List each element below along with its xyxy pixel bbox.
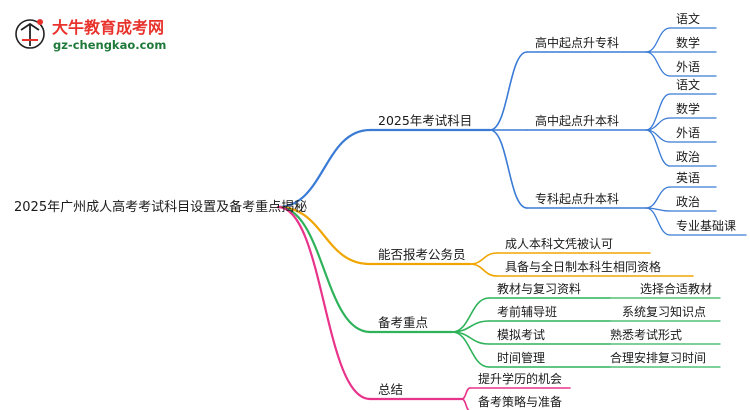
edge-root-to-branch (276, 205, 372, 334)
edge-branch-to-subtopic (469, 252, 498, 265)
subtopic: 专科起点升本科 (535, 191, 619, 206)
branch-topic: 能否报考公务员 (378, 247, 466, 262)
subtopic: 模拟考试 (497, 327, 545, 342)
leaf-topic: 外语 (676, 60, 700, 74)
edge-root-to-branch (276, 128, 372, 209)
edge-branch-to-subtopic (461, 387, 471, 400)
watermark-url: gz-chengkao.com (53, 38, 166, 52)
leaf-topic: 英语 (676, 171, 700, 185)
subtopic: 时间管理 (497, 350, 545, 365)
edge-branch-to-subtopic (451, 331, 490, 368)
leaf-topic: 政治 (676, 150, 700, 164)
leaf-topic: 数学 (676, 35, 700, 50)
leaf-topic: 政治 (676, 195, 700, 209)
leaf-topic: 选择合适教材 (640, 281, 712, 296)
mind-map-nodes: 2025年广州成人高考考试科目设置及备考重点揭秘 2025年考试科目 高中起点升专科… (14, 11, 736, 409)
subtopic: 高中起点升专科 (535, 35, 619, 50)
leaf-topic: 数学 (676, 101, 700, 116)
subtopic: 教材与复习资料 (497, 281, 581, 296)
subtopic: 成人本科文凭被认可 (505, 236, 613, 251)
edge-subtopic-to-leaf (645, 129, 671, 167)
leaf-topic: 语文 (676, 11, 700, 26)
edge-subtopic-to-leaf (645, 93, 671, 131)
edge-subtopic-to-leaf (645, 207, 671, 236)
leaf-topic: 语文 (676, 77, 700, 92)
leaf-topic: 专业基础课 (676, 218, 736, 233)
subtopic: 考前辅导班 (497, 304, 557, 319)
edge-branch-to-subtopic (489, 51, 528, 131)
subtopic: 提升学历的机会 (478, 371, 562, 386)
edge-branch-to-subtopic (469, 263, 498, 277)
root-topic: 2025年广州成人高考考试科目设置及备考重点揭秘 (14, 199, 307, 215)
edge-subtopic-to-leaf (645, 51, 671, 77)
edge-root-to-branch (276, 205, 372, 266)
mind-map-edges (276, 27, 747, 410)
subtopic: 备考策略与准备 (478, 394, 562, 409)
watermark-logo-icon (15, 19, 45, 49)
watermark-name: 大牛教育成考网 (52, 18, 164, 37)
leaf-topic: 系统复习知识点 (622, 305, 706, 319)
edge-branch-to-subtopic (461, 398, 470, 410)
edge-root-to-branch (276, 205, 372, 401)
leaf-topic: 合理安排复习时间 (610, 350, 706, 365)
branch-topic: 2025年考试科目 (378, 113, 472, 128)
branch-topic: 备考重点 (378, 315, 428, 330)
leaf-topic: 外语 (676, 126, 700, 140)
edge-subtopic-to-leaf (645, 27, 671, 53)
edge-subtopic-to-leaf (645, 186, 671, 209)
subtopic: 具备与全日制本科生相同资格 (505, 259, 661, 274)
subtopic: 高中起点升本科 (535, 113, 619, 128)
leaf-topic: 熟悉考试形式 (610, 327, 682, 342)
watermark: 大牛教育成考网 gz-chengkao.com (15, 18, 166, 52)
edge-branch-to-subtopic (489, 129, 528, 209)
branch-topic: 总结 (378, 382, 403, 397)
